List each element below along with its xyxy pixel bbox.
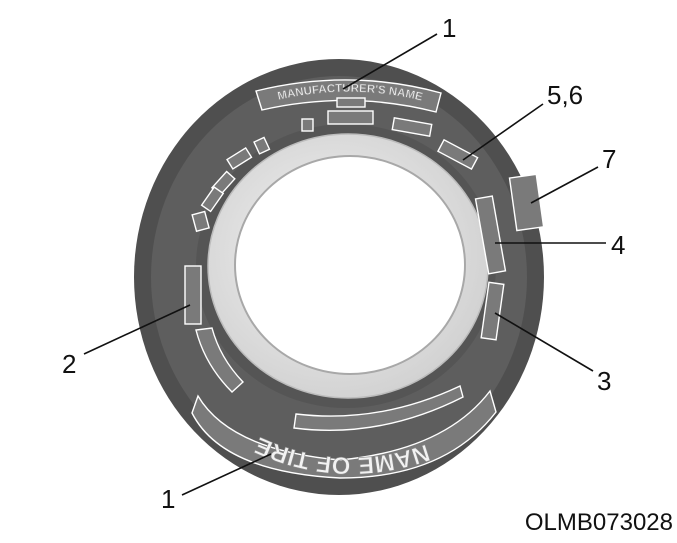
marking-box [301,118,314,132]
callout-manufacturer-name: 1 [442,13,456,43]
marking-box [436,138,479,171]
leader-tire-name [181,453,272,496]
callout-ply-composition: 4 [611,230,625,260]
marking-box [253,136,271,155]
marking-box [226,146,253,170]
callout-tire-name: 1 [161,484,175,514]
marking-arc [195,327,245,393]
marking-box [336,97,366,108]
marking-box [200,186,225,213]
callout-size-load-speed: 5,6 [547,80,583,110]
leader-dot-code [530,166,599,204]
callout-dot-code: 7 [602,144,616,174]
manufacturer-banner [255,79,442,113]
callout-max-inflation: 3 [597,366,611,396]
dot-code-box [508,173,545,232]
tire-size-box [184,265,202,325]
leader-size-load-speed [462,103,544,161]
callout-tire-size: 2 [62,349,76,379]
figure-code: OLMB073028 [525,509,673,536]
leader-tire-size [83,304,191,355]
marking-box [327,110,374,125]
marking-box [191,210,210,233]
leader-inflation [494,312,594,372]
ply-box [474,195,507,275]
marking-box [391,116,433,138]
inflation-box [480,281,505,341]
wheel-hole [234,155,466,375]
marking-arc [293,385,464,431]
leader-manufacturer [342,33,438,90]
